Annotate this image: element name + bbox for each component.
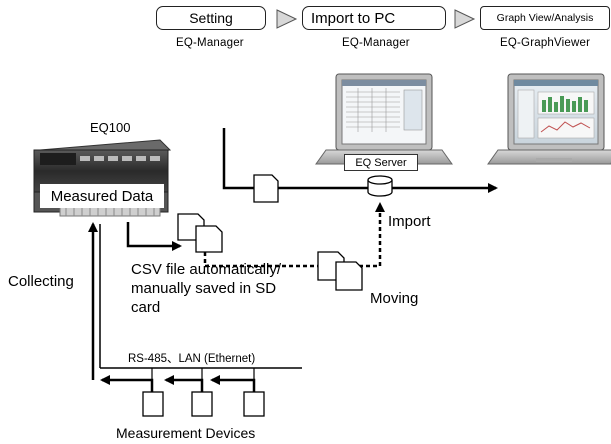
device-model-label: EQ100 (90, 120, 131, 135)
measurement-devices-label: Measurement Devices (116, 425, 256, 441)
measured-data-label: Measured Data (40, 184, 164, 208)
moving-label: Moving (370, 290, 419, 307)
csv-description-line1: CSV file automatically/ (131, 261, 282, 278)
moving-path (203, 252, 380, 268)
step-graph-label: Graph View/Analysis (496, 12, 594, 24)
device-bus-connections (100, 368, 256, 392)
step-import-label: Import to PC (311, 9, 396, 27)
measurement-device-boxes (142, 391, 265, 417)
tool-label-import: EQ-Manager (342, 37, 410, 49)
eq-server-label: EQ Server (344, 154, 418, 171)
laptop-eq-manager (315, 73, 453, 165)
step-arrow-1 (276, 9, 298, 29)
measured-data-text: Measured Data (50, 187, 154, 205)
collecting-label: Collecting (8, 273, 74, 290)
flow-line-main (222, 128, 498, 193)
tool-label-setting: EQ-Manager (176, 37, 244, 49)
network-label: RS-485、LAN (Ethernet) (128, 353, 256, 365)
step-graph-box: Graph View/Analysis (480, 6, 610, 30)
moved-files-icon (317, 251, 363, 291)
device-to-csv-arrow (126, 222, 182, 251)
laptop-eq-graphviewer (487, 73, 611, 165)
step-arrow-2 (454, 9, 476, 29)
step-import-box: Import to PC (302, 6, 446, 30)
tool-label-graph: EQ-GraphViewer (500, 37, 591, 49)
import-label: Import (388, 213, 431, 230)
eq-server-icon (367, 175, 393, 197)
step-setting-box: Setting (156, 6, 266, 30)
eq-server-text: EQ Server (355, 156, 407, 169)
network-bus (99, 224, 302, 369)
csv-description-line2: manually saved in SD (131, 280, 277, 297)
data-file-icon (253, 174, 279, 203)
csv-files-icon (177, 213, 223, 253)
csv-description-line3: card (131, 299, 161, 316)
step-setting-label: Setting (189, 10, 233, 26)
